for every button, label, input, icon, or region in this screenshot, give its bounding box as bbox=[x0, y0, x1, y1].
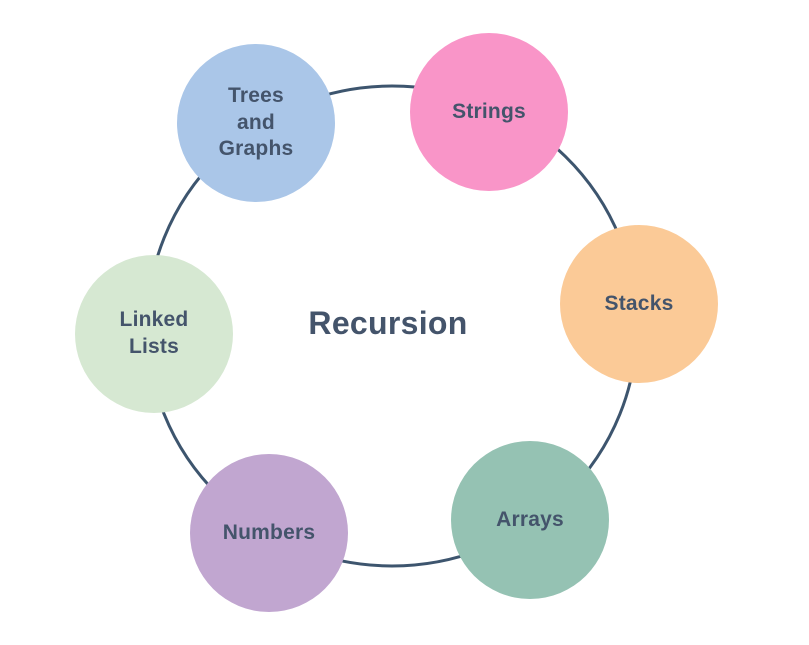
topic-circle-arrays: Arrays bbox=[451, 441, 609, 599]
topic-circle-linked-lists: Linked Lists bbox=[75, 255, 233, 413]
topic-circle-stacks: Stacks bbox=[560, 225, 718, 383]
topic-circle-strings: Strings bbox=[410, 33, 568, 191]
topic-label-strings: Strings bbox=[452, 99, 526, 123]
diagram-center-title: Recursion bbox=[308, 304, 468, 341]
topic-label-numbers: Numbers bbox=[222, 520, 316, 544]
topic-label-linked-lists: Linked Lists bbox=[119, 308, 189, 358]
topic-label-trees-and-graphs: Trees and Graphs bbox=[218, 84, 294, 161]
topic-label-arrays: Arrays bbox=[496, 507, 564, 531]
topic-circle-numbers: Numbers bbox=[190, 454, 348, 612]
topic-circle-trees-and-graphs: Trees and Graphs bbox=[177, 44, 335, 202]
topic-label-stacks: Stacks bbox=[604, 291, 674, 315]
